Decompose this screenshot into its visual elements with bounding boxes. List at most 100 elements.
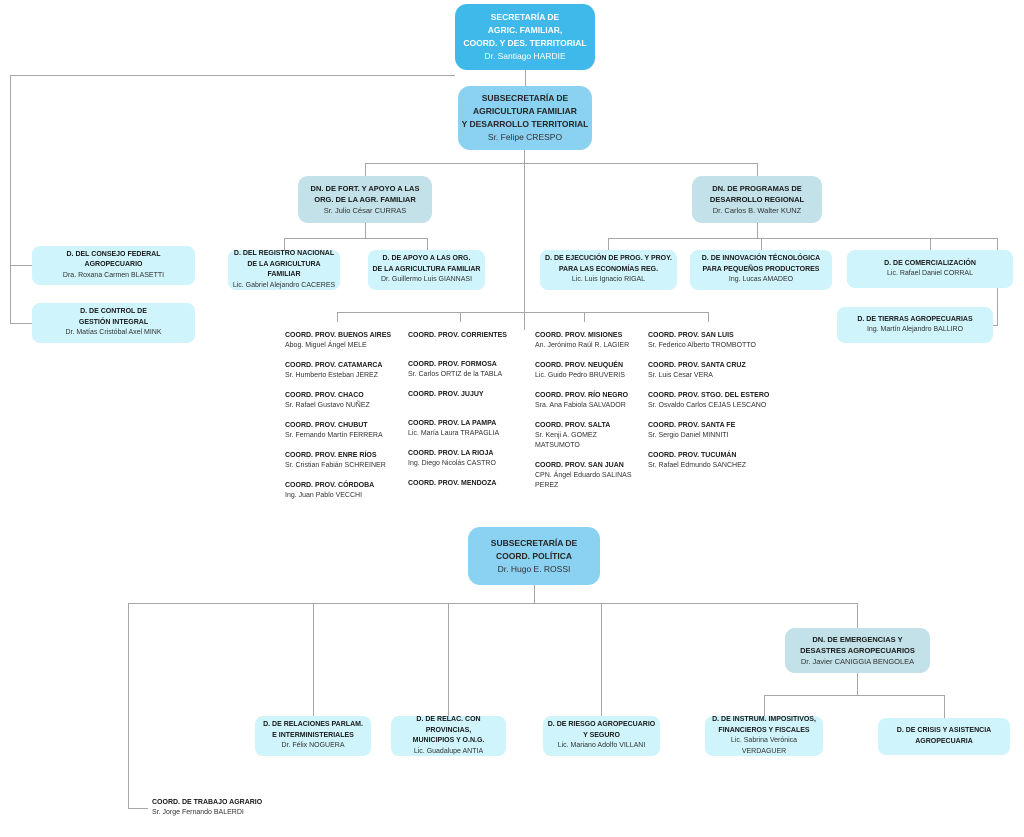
- prov-name: Sr. Federico Alberto TROMBOTTO: [648, 342, 756, 349]
- connector-line: [761, 238, 762, 250]
- prov-entry: COORD. PROV. SANTA FE Sr. Sergio Daniel …: [648, 421, 783, 441]
- node-subsec-politica: SUBSECRETARÍA DE COORD. POLÍTICA Dr. Hug…: [468, 527, 600, 585]
- node-title: DN. DE FORT. Y APOYO A LAS ORG. DE LA AG…: [310, 184, 420, 204]
- prov-name: Sr. Rafael Gustavo NUÑEZ: [285, 402, 370, 409]
- node-instrum: D. DE INSTRUM. IMPOSITIVOS, FINANCIEROS …: [705, 716, 823, 756]
- node-secretaria: SECRETARÍA DE AGRIC. FAMILIAR, COORD. Y …: [455, 4, 595, 70]
- node-title: D. DE RELAC. CON PROVINCIAS, MUNICIPIOS …: [412, 716, 485, 744]
- connector-line: [764, 695, 944, 696]
- prov-column-3: COORD. PROV. MISIONES An. Jerónimo Raúl …: [535, 331, 647, 501]
- prov-entry: COORD. PROV. SAN JUAN CPN. Ángel Eduardo…: [535, 461, 647, 491]
- node-registro-nacional: D. DEL REGISTRO NACIONAL DE LA AGRICULTU…: [228, 250, 340, 290]
- connector-line: [313, 603, 314, 716]
- prov-entry: COORD. PROV. CÓRDOBA Ing. Juan Pablo VEC…: [285, 481, 407, 501]
- prov-name: CPN. Ángel Eduardo SALINAS PEREZ: [535, 472, 632, 489]
- prov-title: COORD. PROV. CHACO: [285, 392, 364, 399]
- connector-line: [944, 695, 945, 718]
- node-subsec-agricultura: SUBSECRETARÍA DE AGRICULTURA FAMILIAR Y …: [458, 86, 592, 150]
- node-crisis: D. DE CRISIS Y ASISTENCIA AGROPECUARIA: [878, 718, 1010, 755]
- prov-title: COORD. PROV. TUCUMÁN: [648, 452, 737, 459]
- connector-line: [284, 238, 285, 250]
- node-person: Dr. Santiago HARDIE: [484, 51, 566, 61]
- node-title: D. DE CONTROL DE GESTIÓN INTEGRAL: [78, 308, 149, 326]
- node-person: Lic. Sabrina Verónica VERDAGUER: [730, 737, 798, 755]
- prov-column-4: COORD. PROV. SAN LUIS Sr. Federico Alber…: [648, 331, 783, 481]
- node-relac-provincias: D. DE RELAC. CON PROVINCIAS, MUNICIPIOS …: [391, 716, 506, 756]
- connector-line: [427, 238, 428, 250]
- prov-title: COORD. PROV. MISIONES: [535, 332, 623, 339]
- prov-entry: COORD. PROV. LA RIOJA Ing. Diego Nicolás…: [408, 449, 530, 469]
- node-title: COORD. DE TRABAJO AGRARIO: [152, 799, 263, 806]
- prov-entry: COORD. PROV. TUCUMÁN Sr. Rafael Edmundo …: [648, 451, 783, 471]
- prov-entry: COORD. PROV. ENRE RÍOS Sr. Cristian Fabi…: [285, 451, 407, 471]
- node-person: Dr. Matías Cristóbal Axel MINK: [65, 329, 162, 337]
- connector-line: [608, 238, 997, 239]
- connector-line: [764, 695, 765, 716]
- node-consejo-federal: D. DEL CONSEJO FEDERAL AGROPECUARIO Dra.…: [32, 246, 195, 285]
- node-person: Dr. Guillermo Luis GIANNASI: [380, 276, 473, 284]
- node-person: Ing. Martín Alejandro BALLIRO: [866, 326, 964, 333]
- prov-name: Lic. María Laura TRAPAGLIA: [408, 430, 500, 437]
- prov-name: Sr. Humberto Esteban JEREZ: [285, 372, 378, 379]
- node-person: Lic. Luis Ignacio RIGAL: [571, 276, 646, 284]
- connector-line: [337, 312, 708, 313]
- prov-name: Sr. Kenji A. GOMEZ MATSUMOTO: [535, 432, 597, 449]
- prov-entry: COORD. PROV. MENDOZA: [408, 479, 530, 498]
- connector-line: [365, 223, 366, 238]
- connector-line: [128, 808, 148, 809]
- node-dn-fortalecimiento: DN. DE FORT. Y APOYO A LAS ORG. DE LA AG…: [298, 176, 432, 223]
- node-relaciones-parlam: D. DE RELACIONES PARLAM. E INTERMINISTER…: [255, 716, 371, 756]
- prov-name: Sr. Carlos ORTIZ de la TABLA: [408, 371, 503, 378]
- connector-line: [284, 238, 427, 239]
- connector-line: [10, 323, 32, 324]
- connector-line: [524, 150, 525, 330]
- prov-entry: COORD. PROV. BUENOS AIRES Abog. Miguel Á…: [285, 331, 407, 351]
- prov-title: COORD. PROV. RÍO NEGRO: [535, 392, 629, 399]
- prov-name: Sr. Cristian Fabián SCHREINER: [285, 462, 386, 469]
- prov-name: Sr. Fernando Martín FERRERA: [285, 432, 383, 439]
- prov-title: COORD. PROV. SANTA FE: [648, 422, 736, 429]
- prov-name: Sra. Ana Fabiola SALVADOR: [535, 402, 626, 409]
- connector-line: [534, 585, 535, 603]
- connector-line: [857, 603, 858, 628]
- node-person: Ing. Lucas AMADEO: [728, 276, 794, 284]
- prov-entry: COORD. PROV. SANTA CRUZ Sr. Luis Cesar V…: [648, 361, 783, 381]
- prov-name: An. Jerónimo Raúl R. LAGIER: [535, 342, 630, 349]
- connector-line: [601, 603, 602, 716]
- node-riesgo: D. DE RIESGO AGROPECUARIO Y SEGURO Lic. …: [543, 716, 660, 756]
- node-person: Lic. Gabriel Alejandro CACERES: [232, 281, 336, 289]
- prov-title: COORD. PROV. LA PAMPA: [408, 420, 497, 427]
- prov-entry: COORD. PROV. FORMOSA Sr. Carlos ORTIZ de…: [408, 360, 530, 380]
- node-ejecucion-prog: D. DE EJECUCIÓN DE PROG. Y PROY. PARA LA…: [540, 250, 677, 290]
- prov-entry: COORD. PROV. CORRIENTES: [408, 331, 530, 350]
- node-person: Sr. Julio César CURRAS: [323, 206, 407, 215]
- connector-line: [993, 325, 998, 326]
- node-person: Lic. Mariano Adolfo VILLANI: [557, 742, 646, 750]
- prov-entry: COORD. PROV. SALTA Sr. Kenji A. GOMEZ MA…: [535, 421, 647, 451]
- node-title: SUBSECRETARÍA DE COORD. POLÍTICA: [490, 537, 578, 561]
- node-person: Dr. Félix NOGUERA: [281, 742, 345, 750]
- connector-line: [365, 163, 757, 164]
- connector-line: [10, 75, 455, 76]
- prov-title: COORD. PROV. MENDOZA: [408, 480, 497, 487]
- prov-entry: COORD. PROV. CATAMARCA Sr. Humberto Este…: [285, 361, 407, 381]
- node-title: D. DE RIESGO AGROPECUARIO Y SEGURO: [547, 721, 656, 739]
- node-person: Sr. Jorge Fernando BALERDI: [152, 809, 244, 816]
- connector-line: [10, 265, 32, 266]
- prov-entry: COORD. PROV. JUJUY: [408, 390, 530, 409]
- prov-title: COORD. PROV. SAN JUAN: [535, 462, 624, 469]
- prov-title: COORD. PROV. SALTA: [535, 422, 611, 429]
- connector-line: [525, 70, 526, 86]
- prov-entry: COORD. PROV. LA PAMPA Lic. María Laura T…: [408, 419, 530, 439]
- node-person: Lic. Guadalupe ANTIA: [413, 747, 484, 755]
- connector-line: [337, 312, 338, 322]
- connector-line: [128, 603, 129, 808]
- node-title: SECRETARÍA DE AGRIC. FAMILIAR, COORD. Y …: [463, 12, 587, 48]
- node-person: Dr. Javier CANIGGIA BENGOLEA: [800, 657, 915, 666]
- prov-title: COORD. PROV. FORMOSA: [408, 361, 497, 368]
- prov-title: COORD. PROV. SANTA CRUZ: [648, 362, 746, 369]
- connector-line: [857, 673, 858, 695]
- connector-line: [10, 75, 11, 323]
- connector-line: [930, 238, 931, 250]
- node-title: SUBSECRETARÍA DE AGRICULTURA FAMILIAR Y …: [461, 93, 589, 129]
